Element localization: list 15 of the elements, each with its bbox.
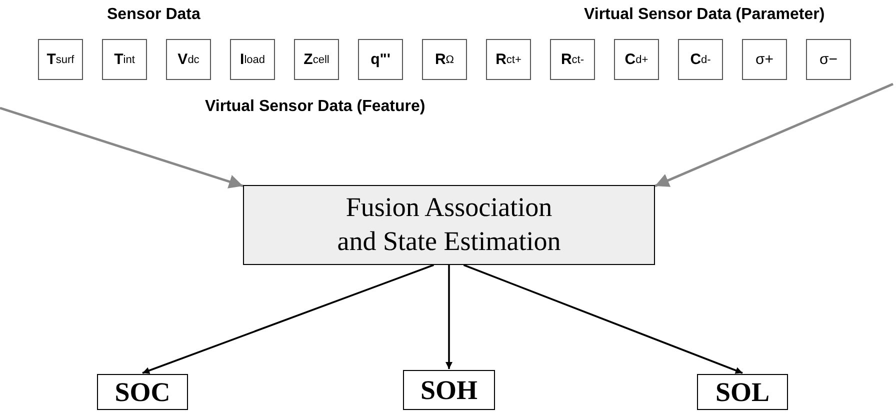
arrow bbox=[463, 264, 743, 374]
group-label: Virtual Sensor Data (Feature) bbox=[205, 98, 426, 116]
output-box: SOC bbox=[97, 374, 188, 410]
arrow bbox=[142, 264, 434, 374]
variable-box: q"' bbox=[358, 39, 403, 80]
group-label: Virtual Sensor Data (Parameter) bbox=[584, 6, 825, 24]
group-label: Sensor Data bbox=[107, 6, 200, 24]
arrow bbox=[446, 265, 452, 369]
variable-box: σ+ bbox=[742, 39, 787, 80]
arrow bbox=[0, 106, 244, 188]
variable-box: σ− bbox=[806, 39, 851, 80]
arrow bbox=[654, 82, 894, 188]
output-box: SOH bbox=[403, 370, 495, 410]
output-box: SOL bbox=[697, 374, 788, 410]
process-box: Fusion Association and State Estimation bbox=[243, 185, 655, 265]
